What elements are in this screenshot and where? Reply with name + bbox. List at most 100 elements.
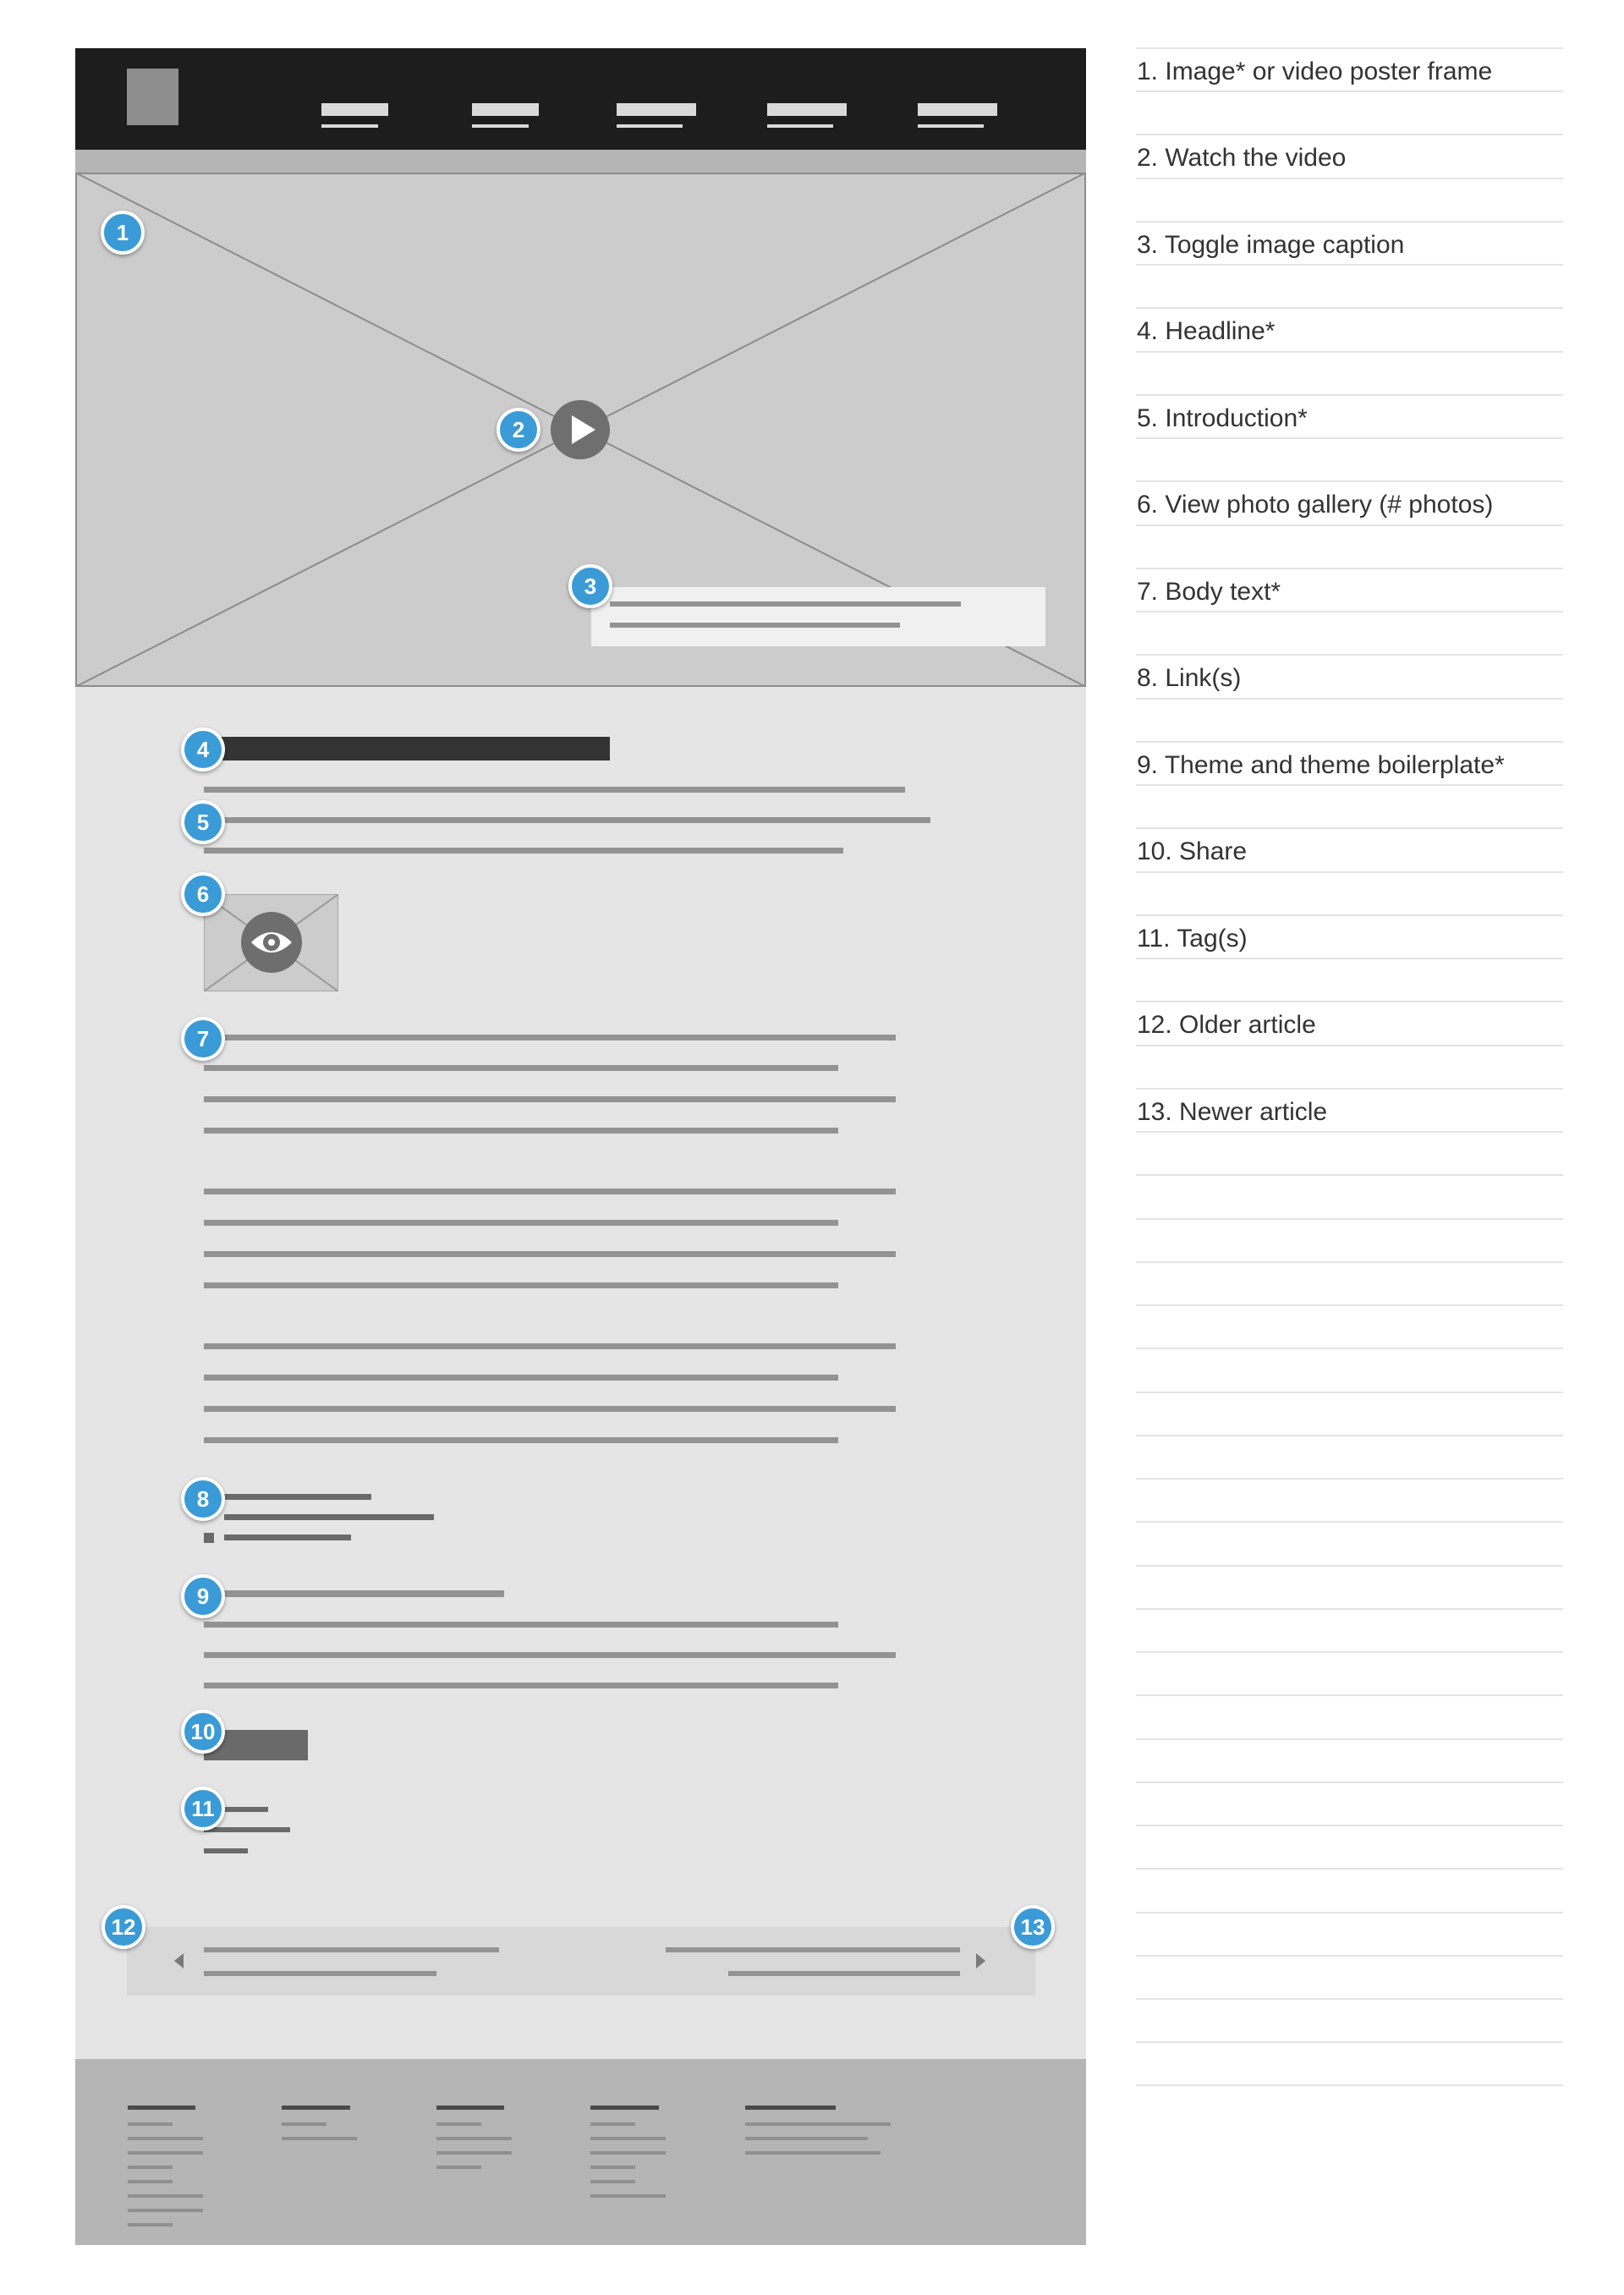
footer-link[interactable] — [436, 2151, 512, 2155]
legend-rule — [1136, 1521, 1563, 1523]
nav-item[interactable] — [918, 103, 997, 116]
legend-rule — [1136, 351, 1563, 353]
body-line — [204, 1251, 896, 1257]
callout-badge: 6 — [181, 872, 225, 916]
tag-item[interactable] — [204, 1827, 290, 1832]
newer-article-line — [728, 1971, 960, 1976]
footer-link[interactable] — [590, 2137, 666, 2140]
site-header — [75, 48, 1086, 150]
footer-link[interactable] — [745, 2122, 891, 2126]
legend-rule — [1136, 524, 1563, 526]
legend-rule — [1136, 1998, 1563, 2000]
body-line — [204, 1406, 896, 1412]
legend-rule — [1136, 264, 1563, 266]
site-logo[interactable] — [127, 69, 178, 125]
legend-rule — [1136, 480, 1563, 482]
legend-item: 1. Image* or video poster frame — [1137, 58, 1493, 85]
intro-line — [204, 848, 843, 854]
footer-link[interactable] — [282, 2122, 326, 2126]
legend-rule — [1136, 134, 1563, 135]
nav-item[interactable] — [767, 103, 847, 116]
footer-link[interactable] — [128, 2137, 203, 2140]
legend-rule — [1136, 958, 1563, 959]
footer-heading — [590, 2106, 659, 2110]
image-caption[interactable] — [591, 587, 1045, 646]
play-icon[interactable] — [551, 400, 610, 459]
footer-link[interactable] — [590, 2122, 635, 2126]
older-article-line — [204, 1947, 499, 1952]
caption-line — [610, 601, 961, 607]
footer-link[interactable] — [128, 2151, 203, 2155]
footer-link[interactable] — [128, 2194, 203, 2198]
nav-item[interactable] — [617, 103, 696, 116]
legend-item: 10. Share — [1137, 837, 1248, 865]
legend-rule — [1136, 611, 1563, 612]
footer-link[interactable] — [436, 2166, 481, 2169]
tag-item[interactable] — [204, 1848, 248, 1853]
tag-item[interactable] — [204, 1807, 268, 1812]
newer-article-line — [666, 1947, 960, 1952]
legend-rule — [1136, 1304, 1563, 1306]
legend-rule — [1136, 871, 1563, 873]
eye-icon[interactable] — [241, 912, 302, 973]
footer-link[interactable] — [128, 2166, 173, 2169]
legend-rule — [1136, 1174, 1563, 1176]
legend-rule — [1136, 2084, 1563, 2086]
footer-link[interactable] — [436, 2122, 481, 2126]
footer-link[interactable] — [128, 2180, 173, 2183]
arrow-left-icon[interactable] — [174, 1953, 184, 1968]
legend-rule — [1136, 1348, 1563, 1349]
arrow-right-icon[interactable] — [976, 1953, 986, 1968]
legend-item: 9. Theme and theme boilerplate* — [1137, 751, 1505, 779]
footer-link[interactable] — [745, 2151, 881, 2155]
theme-title[interactable] — [204, 1590, 504, 1597]
nav-item[interactable] — [472, 103, 539, 116]
footer-link[interactable] — [436, 2137, 512, 2140]
boilerplate-line — [204, 1622, 838, 1628]
footer-link[interactable] — [128, 2223, 173, 2226]
footer-link[interactable] — [590, 2151, 666, 2155]
callout-badge: 7 — [181, 1017, 225, 1061]
link-item[interactable] — [204, 1494, 371, 1500]
boilerplate-line — [204, 1683, 838, 1688]
legend-rule — [1136, 784, 1563, 786]
body-line — [204, 1220, 838, 1226]
legend-rule — [1136, 914, 1563, 916]
legend-rule — [1136, 827, 1563, 829]
legend-item: 8. Link(s) — [1137, 664, 1242, 692]
legend-rule — [1136, 1218, 1563, 1220]
legend-rule — [1136, 1001, 1563, 1002]
footer-heading — [436, 2106, 504, 2110]
legend-rule — [1136, 91, 1563, 92]
body-line — [204, 1282, 838, 1288]
nav-item-underline — [767, 124, 833, 128]
footer-link[interactable] — [745, 2137, 868, 2140]
legend-rule — [1136, 741, 1563, 743]
legend-rule — [1136, 221, 1563, 222]
footer-link[interactable] — [128, 2122, 173, 2126]
footer-link[interactable] — [590, 2166, 635, 2169]
link-item[interactable] — [224, 1514, 434, 1520]
legend-item: 11. Tag(s) — [1137, 925, 1248, 953]
callout-badge: 5 — [181, 800, 225, 844]
legend-item: 5. Introduction* — [1137, 404, 1308, 432]
nav-item-underline — [918, 124, 984, 128]
legend-item: 12. Older article — [1137, 1011, 1316, 1039]
nav-item-underline — [472, 124, 529, 128]
footer-heading — [745, 2106, 836, 2110]
link-item[interactable] — [224, 1535, 351, 1540]
footer-link[interactable] — [282, 2137, 357, 2140]
link-bullet — [204, 1533, 214, 1543]
nav-item-underline — [617, 124, 683, 128]
callout-badge: 13 — [1011, 1905, 1055, 1949]
footer-link[interactable] — [590, 2194, 666, 2198]
legend-rule — [1136, 1912, 1563, 1913]
nav-item[interactable] — [321, 103, 388, 116]
footer-link[interactable] — [128, 2209, 203, 2212]
legend-rule — [1136, 698, 1563, 700]
legend-rule — [1136, 1261, 1563, 1263]
legend-rule — [1136, 1045, 1563, 1046]
legend-rule — [1136, 1651, 1563, 1653]
headline — [204, 737, 610, 760]
footer-link[interactable] — [590, 2180, 635, 2183]
